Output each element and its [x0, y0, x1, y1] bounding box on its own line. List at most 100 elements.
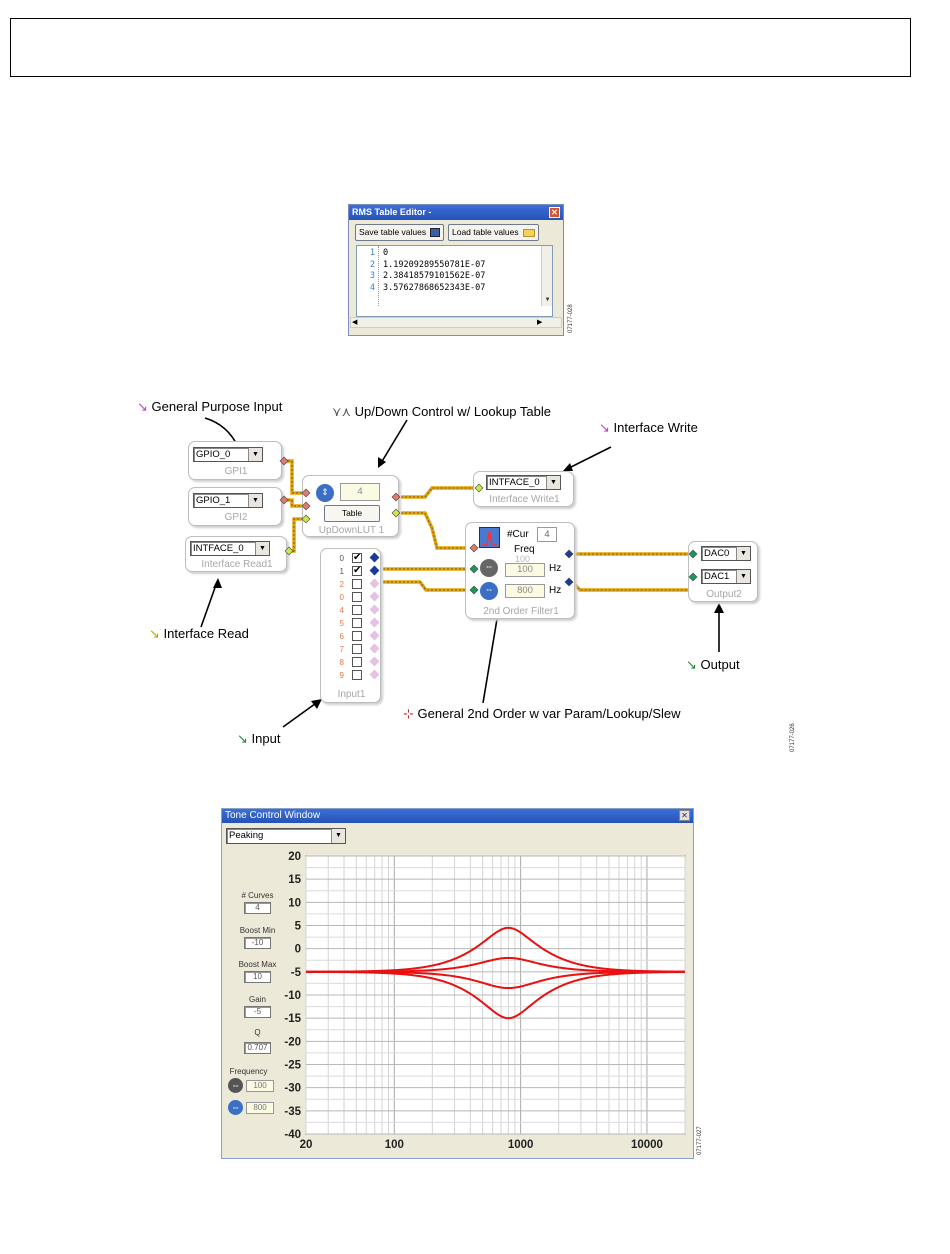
boost-min-input[interactable]: -10	[244, 937, 271, 949]
gpi2-dropdown[interactable]: GPIO_1▼	[193, 493, 263, 508]
channel-checkbox[interactable]	[352, 618, 362, 628]
scroll-right-icon[interactable]: ▶	[537, 319, 543, 326]
interface-write-label: Interface Write1	[489, 494, 560, 505]
table-button[interactable]: Table	[324, 505, 380, 522]
filter-block[interactable]: #Cur 4 Freq 100 ⇔ 100 Hz ⇔ 800 Hz 2nd Or…	[465, 522, 575, 619]
channel-number: 0	[339, 554, 344, 563]
chevron-down-icon[interactable]: ▼	[546, 476, 560, 489]
mode-value: Peaking	[229, 830, 264, 841]
gpi1-block[interactable]: GPIO_0▼ GPI1	[188, 441, 282, 480]
callout-filter-text: General 2nd Order w var Param/Lookup/Sle…	[417, 706, 681, 721]
interface-read-block[interactable]: INTFACE_0 ▼ Interface Read1	[185, 536, 287, 572]
interface-read-dropdown[interactable]: INTFACE_0 ▼	[190, 541, 270, 556]
y-tick-label: 20	[288, 851, 301, 863]
boost-max-input[interactable]: 10	[244, 971, 271, 983]
curves-label: # Curves	[241, 891, 274, 900]
freq1-input[interactable]: 100	[246, 1080, 274, 1092]
output-block[interactable]: DAC0▼ DAC1▼ Output2	[688, 541, 758, 602]
freq2-input[interactable]: 800	[246, 1102, 274, 1114]
tone-titlebar[interactable]: Tone Control Window ✕	[222, 809, 693, 823]
row-value[interactable]: 1.19209289550781E-07	[383, 259, 486, 270]
interface-read-label: Interface Read1	[201, 559, 273, 570]
chevron-down-icon[interactable]: ▼	[248, 448, 262, 461]
row-value[interactable]: 3.57627868652343E-07	[383, 282, 486, 293]
freq2-knob-icon[interactable]: ⇔	[228, 1100, 243, 1115]
load-table-values-button[interactable]: Load table values	[448, 224, 540, 241]
response-curve-4	[305, 970, 685, 1020]
channel-number: 8	[339, 658, 344, 667]
chevron-down-icon[interactable]: ▼	[736, 547, 750, 560]
callout-interface-read: ↘ Interface Read	[149, 626, 249, 642]
interface-write-block[interactable]: INTFACE_0▼ Interface Write1	[473, 471, 574, 507]
save-table-values-button[interactable]: Save table values	[355, 224, 445, 241]
callout-general-purpose-input: ↘ General Purpose Input	[137, 399, 282, 415]
row-number: 3	[369, 271, 375, 281]
interface-write-icon: ↘	[599, 420, 610, 435]
updown-value[interactable]: 4	[340, 483, 380, 501]
close-icon[interactable]: ✕	[679, 810, 690, 821]
channel-checkbox[interactable]	[352, 592, 362, 602]
channel-checkbox[interactable]	[352, 644, 362, 654]
channel-checkbox[interactable]: ✔	[352, 552, 362, 563]
freq2-knob-icon[interactable]: ⇔	[480, 582, 498, 600]
freq-label: Freq	[514, 544, 535, 555]
freq1-knob-icon[interactable]: ⇔	[228, 1078, 243, 1093]
freq2-field[interactable]: 800	[505, 584, 545, 598]
pin-group	[279, 456, 698, 595]
updownlut-block[interactable]: ⇕ 4 Table UpDownLUT 1	[302, 475, 399, 537]
callout-output: ↘ Output	[686, 657, 740, 673]
channel-checkbox[interactable]	[352, 579, 362, 589]
filter-label: 2nd Order Filter1	[483, 606, 559, 617]
y-tick-label: -20	[284, 1036, 301, 1048]
callout-input: ↘ Input	[237, 731, 280, 747]
mode-dropdown[interactable]: Peaking ▼	[226, 828, 346, 844]
cur-value[interactable]: 4	[537, 527, 557, 542]
channel-checkbox[interactable]	[352, 605, 362, 615]
channel-checkbox[interactable]	[352, 670, 362, 680]
chevron-down-icon[interactable]: ▼	[248, 494, 262, 507]
channel-checkbox[interactable]	[352, 657, 362, 667]
channel-number: 9	[339, 671, 344, 680]
row-value[interactable]: 2.38418579101562E-07	[383, 271, 486, 281]
gpi1-dropdown[interactable]: GPIO_0▼	[193, 447, 263, 462]
interface-write-dropdown[interactable]: INTFACE_0▼	[486, 475, 561, 490]
freq1-field[interactable]: 100	[505, 563, 545, 577]
horizontal-scrollbar[interactable]: ◀ ▶	[350, 317, 562, 328]
interface-read-value: INTFACE_0	[193, 543, 244, 554]
pin	[301, 514, 311, 524]
callout-iface-write-text: Interface Write	[613, 420, 698, 435]
pin	[564, 549, 574, 559]
dac0-dropdown[interactable]: DAC0▼	[701, 546, 751, 561]
curves-input[interactable]: 4	[244, 902, 271, 914]
callout-output-text: Output	[700, 657, 740, 672]
dac1-dropdown[interactable]: DAC1 ▼	[701, 569, 751, 584]
rms-titlebar[interactable]: RMS Table Editor - ✕	[349, 205, 563, 220]
freq1-knob-icon[interactable]: ⇔	[480, 559, 498, 577]
connector-pins	[279, 456, 698, 595]
save-label: Save table values	[359, 227, 427, 237]
channel-checkbox[interactable]: ✔	[352, 565, 362, 576]
chevron-down-icon[interactable]: ▼	[736, 570, 750, 583]
gpi2-block[interactable]: GPIO_1▼ GPI2	[188, 487, 282, 526]
scroll-left-icon[interactable]: ◀	[352, 319, 358, 326]
channel-checkbox[interactable]	[352, 631, 362, 641]
row-number: 2	[369, 259, 375, 270]
figure-id-tone: 07177-027	[697, 1126, 703, 1155]
filter-response-icon	[479, 527, 500, 548]
chevron-down-icon[interactable]: ▼	[255, 542, 269, 555]
row-value[interactable]: 0	[383, 248, 389, 258]
vertical-scrollbar[interactable]: ▼	[541, 246, 552, 306]
dac1-value: DAC1	[704, 571, 730, 582]
pin	[688, 572, 698, 582]
chevron-down-icon[interactable]: ▼	[331, 829, 345, 843]
gain-input[interactable]: -5	[244, 1006, 271, 1018]
channel-number: 2	[339, 580, 344, 589]
updownlut-label: UpDownLUT 1	[318, 525, 385, 536]
close-icon[interactable]: ✕	[549, 207, 560, 218]
cur-label: #Cur	[507, 529, 529, 540]
updown-icon[interactable]: ⇕	[316, 484, 334, 502]
q-input[interactable]: 0.707	[244, 1042, 271, 1054]
